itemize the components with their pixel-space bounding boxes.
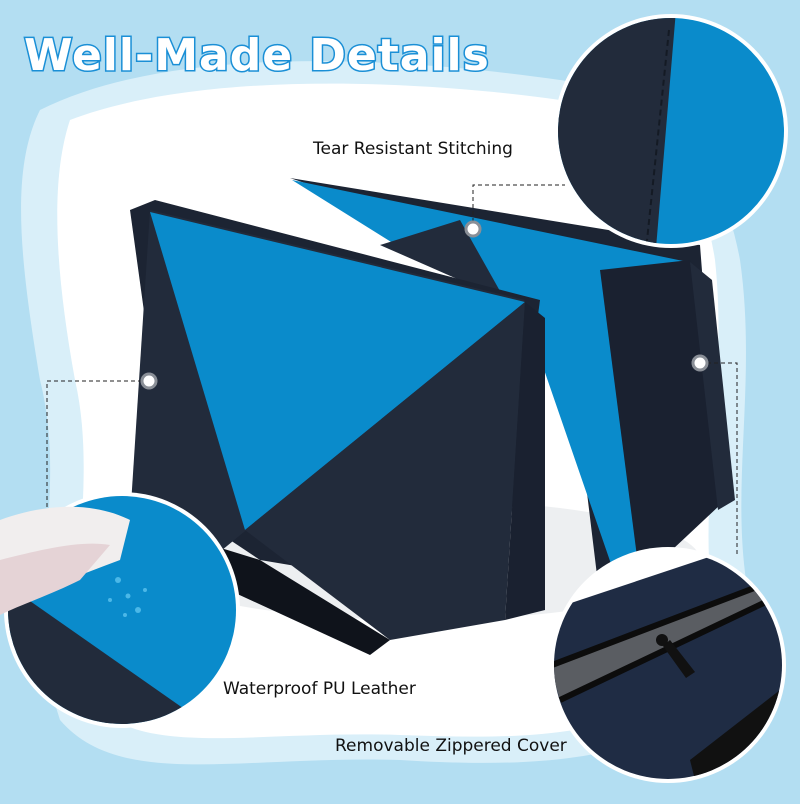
page-title: Well-Made Details xyxy=(23,29,491,83)
zipper-closeup-circle xyxy=(550,547,786,783)
callout-lines xyxy=(46,184,738,555)
mat-back-section xyxy=(290,178,735,600)
feature-label-waterproof: Waterproof PU Leather xyxy=(223,679,416,699)
feature-label-stitching: Tear Resistant Stitching xyxy=(313,139,513,159)
stitching-closeup-circle xyxy=(554,14,788,248)
mat-front-section xyxy=(120,200,545,655)
callout-dots xyxy=(140,220,709,390)
waterproof-closeup-circle xyxy=(0,492,240,728)
feature-label-zipper: Removable Zippered Cover xyxy=(335,736,567,756)
